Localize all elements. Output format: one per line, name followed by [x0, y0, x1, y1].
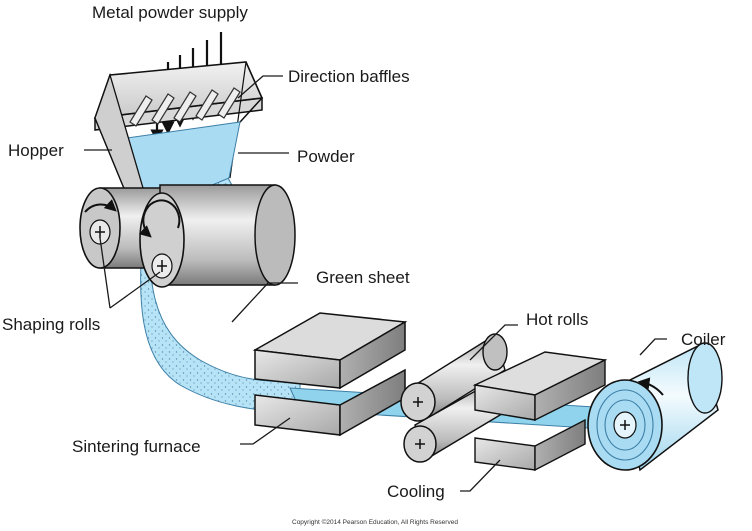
shaping-roll-front	[138, 184, 296, 288]
cooling-unit	[472, 351, 608, 472]
leader-lines	[84, 75, 667, 492]
label-powder: Powder	[297, 147, 355, 166]
label-sintering-furnace: Sintering furnace	[72, 437, 201, 456]
sintering-furnace-top	[252, 312, 408, 390]
label-hot-rolls: Hot rolls	[526, 310, 588, 329]
hot-roll-top	[400, 333, 508, 422]
copyright-notice: Copyright ©2014 Pearson Education, All R…	[292, 518, 458, 526]
label-direction-baffles: Direction baffles	[288, 67, 410, 86]
label-shaping-rolls: Shaping rolls	[2, 315, 100, 334]
coiler	[587, 342, 723, 472]
label-hopper: Hopper	[8, 141, 64, 160]
label-green-sheet: Green sheet	[316, 268, 410, 287]
direction-baffles	[129, 87, 241, 127]
label-metal-powder-supply: Metal powder supply	[92, 3, 248, 22]
label-cooling: Cooling	[387, 482, 445, 501]
sintering-furnace-bottom	[254, 368, 406, 437]
label-coiler: Coiler	[681, 330, 726, 349]
